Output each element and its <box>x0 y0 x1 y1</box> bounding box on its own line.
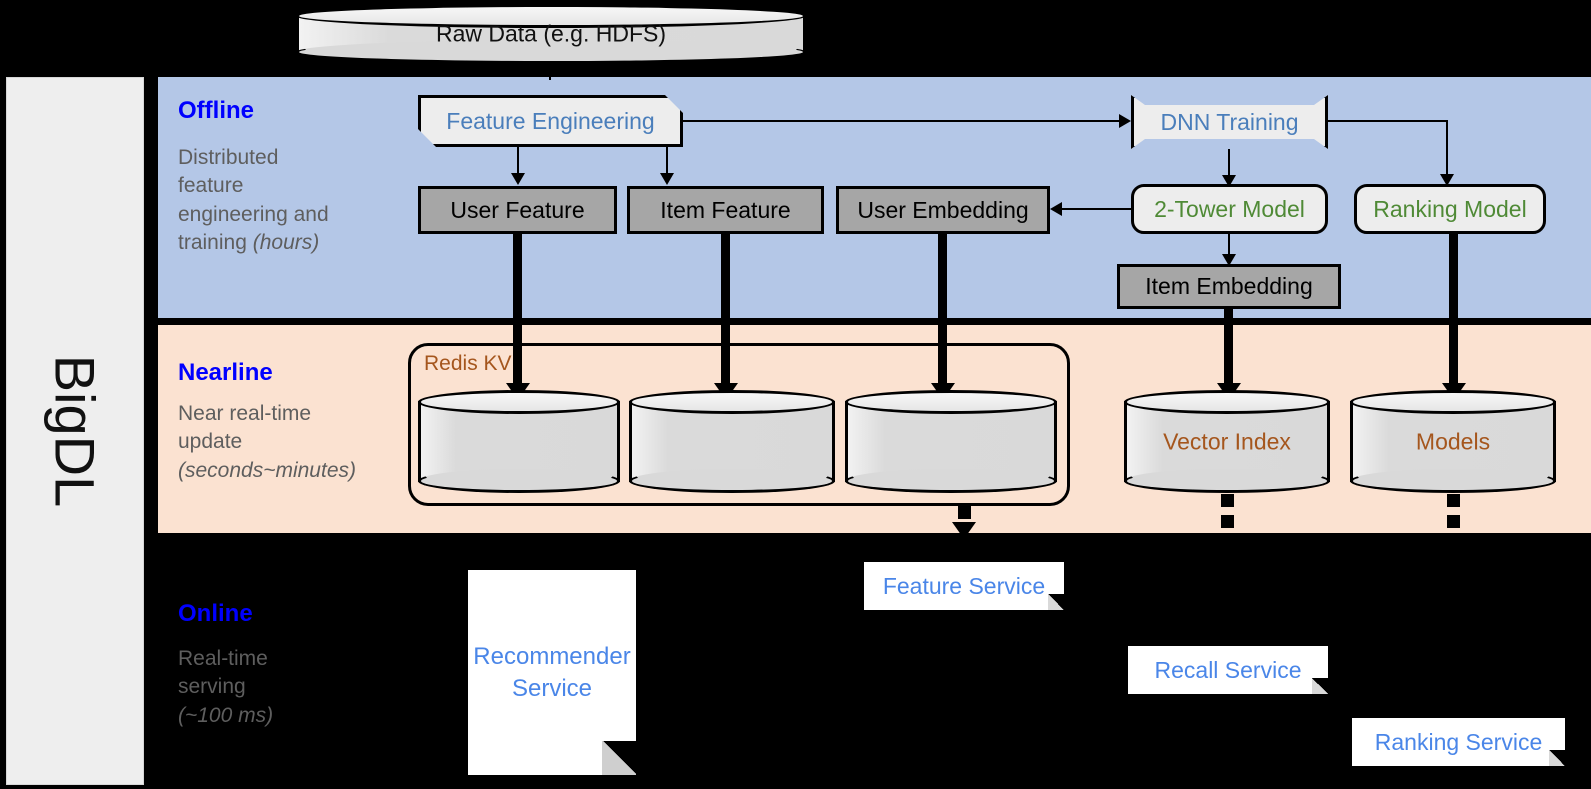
connector-rankingmodel-models <box>1449 234 1458 387</box>
bigdl-rail: BigDL <box>6 77 144 785</box>
arrowhead-featureeng-userfeature <box>511 173 525 185</box>
offline-desc-line4: training <box>178 231 253 255</box>
feature-engineering-box[interactable]: Feature Engineering <box>418 95 683 147</box>
connector-featureeng-itemfeature <box>666 147 668 175</box>
raw-data-cylinder[interactable]: Raw Data (e.g. HDFS) <box>296 4 806 64</box>
cylinder-bottom <box>845 469 1057 493</box>
nearline-desc-line1: Near real-time <box>178 402 312 425</box>
dash-segment-recallservice-2 <box>1221 515 1234 528</box>
online-desc-emphasis: (~100 ms) <box>178 703 274 727</box>
vector-index-cylinder[interactable]: Vector Index <box>1124 390 1330 493</box>
connector-featureeng-dnn <box>683 120 1120 122</box>
connector-userembedding-store <box>938 234 947 387</box>
feature-engineering-label: Feature Engineering <box>446 107 655 134</box>
feature-service-label: Feature Service <box>882 572 1046 599</box>
arrowhead-dnn-rankingmodel <box>1440 174 1454 186</box>
connector-twotower-itemembedding <box>1228 234 1230 258</box>
cylinder-top <box>629 390 835 414</box>
nearline-desc-line2: update <box>178 430 243 454</box>
offline-desc-line3: engineering and <box>178 202 329 226</box>
recommender-service-line1: Recommender <box>473 643 631 671</box>
connector-dnn-twotower <box>1228 149 1230 178</box>
arrowhead-featureeng-itemfeature <box>660 173 674 185</box>
redis-kv-group[interactable] <box>408 343 1070 506</box>
offline-desc-emphasis: (hours) <box>252 231 320 255</box>
connector-dnn-rankingmodel-h <box>1328 120 1448 122</box>
cylinder-top <box>296 4 806 28</box>
models-cylinder[interactable]: Models <box>1350 390 1556 493</box>
page-fold-icon <box>1048 594 1064 610</box>
item-feature-label: Item Feature <box>660 196 791 223</box>
cylinder-bottom <box>418 469 620 493</box>
recommender-service-line2: Service <box>511 674 593 702</box>
dash-segment-featureservice-1 <box>958 506 971 519</box>
ranking-model-label: Ranking Model <box>1373 195 1527 222</box>
user-feature-store-cylinder[interactable] <box>418 390 620 493</box>
ranking-service-card[interactable]: Ranking Service <box>1352 718 1565 766</box>
cylinder-top <box>1124 390 1330 414</box>
user-embedding-box[interactable]: User Embedding <box>836 186 1050 234</box>
online-desc-line1: Real-time <box>178 647 268 670</box>
user-embedding-label: User Embedding <box>857 196 1029 223</box>
item-embedding-box[interactable]: Item Embedding <box>1117 264 1341 309</box>
online-desc-line2: serving <box>178 675 246 699</box>
models-label: Models <box>1415 428 1491 454</box>
recommender-service-card[interactable]: Recommender Service <box>468 570 636 775</box>
recommender-service-text: Recommender Service <box>473 641 630 703</box>
online-band-title: Online <box>178 600 253 627</box>
two-tower-model-label: 2-Tower Model <box>1154 195 1305 222</box>
connector-featureeng-userfeature <box>517 147 519 175</box>
dash-segment-rankingservice-1 <box>1447 494 1460 507</box>
arrowhead-twotower-itemembedding <box>1222 254 1236 266</box>
bigdl-rail-label: BigDL <box>43 354 107 508</box>
redis-kv-label: Redis KV <box>424 352 512 375</box>
connector-itemembedding-vectorindex <box>1224 309 1233 387</box>
offline-desc-line2: feature <box>178 174 244 198</box>
page-fold-icon <box>1549 750 1565 766</box>
connector-twotower-userembedding <box>1062 208 1132 210</box>
offline-desc-line1: Distributed <box>178 146 279 169</box>
vector-index-label: Vector Index <box>1163 428 1291 454</box>
recall-service-label: Recall Service <box>1154 656 1302 683</box>
arrowhead-twotower-userembedding <box>1050 202 1062 216</box>
offline-band-description: Distributed feature engineering and trai… <box>178 144 398 257</box>
user-feature-box[interactable]: User Feature <box>418 186 617 234</box>
two-tower-model-box[interactable]: 2-Tower Model <box>1131 184 1328 234</box>
cylinder-top <box>1350 390 1556 414</box>
nearline-band-description: Near real-time update (seconds~minutes) <box>178 400 413 485</box>
dash-segment-recallservice-1 <box>1221 494 1234 507</box>
arrowhead-rawdata-featureeng <box>543 62 557 74</box>
arrowhead-redis-featureservice <box>952 522 976 539</box>
recall-service-card[interactable]: Recall Service <box>1128 646 1328 694</box>
cylinder-bottom <box>629 469 835 493</box>
ranking-model-box[interactable]: Ranking Model <box>1354 184 1546 234</box>
connector-dnn-rankingmodel-v <box>1446 120 1448 177</box>
nearline-desc-emphasis: (seconds~minutes) <box>178 458 356 482</box>
item-feature-store-cylinder[interactable] <box>629 390 835 493</box>
dash-segment-rankingservice-2 <box>1447 515 1460 528</box>
feature-service-card[interactable]: Feature Service <box>864 562 1064 610</box>
cylinder-top <box>845 390 1057 414</box>
connector-itemfeature-store <box>721 234 730 387</box>
connector-userfeature-store <box>513 234 522 387</box>
page-fold-icon <box>602 741 636 775</box>
arrowhead-featureeng-dnn <box>1119 114 1131 128</box>
page-fold-icon <box>1312 678 1328 694</box>
dnn-training-label: DNN Training <box>1160 108 1299 135</box>
nearline-band-title: Nearline <box>178 359 273 386</box>
offline-band-title: Offline <box>178 97 254 124</box>
user-embedding-store-cylinder[interactable] <box>845 390 1057 493</box>
item-embedding-label: Item Embedding <box>1145 273 1313 300</box>
online-band-description: Real-time serving (~100 ms) <box>178 645 398 730</box>
cylinder-bottom <box>1124 469 1330 493</box>
item-feature-box[interactable]: Item Feature <box>627 186 824 234</box>
cylinder-top <box>418 390 620 414</box>
raw-data-label: Raw Data (e.g. HDFS) <box>435 20 667 47</box>
cylinder-bottom <box>1350 469 1556 493</box>
ranking-service-label: Ranking Service <box>1374 728 1543 755</box>
user-feature-label: User Feature <box>450 196 585 223</box>
